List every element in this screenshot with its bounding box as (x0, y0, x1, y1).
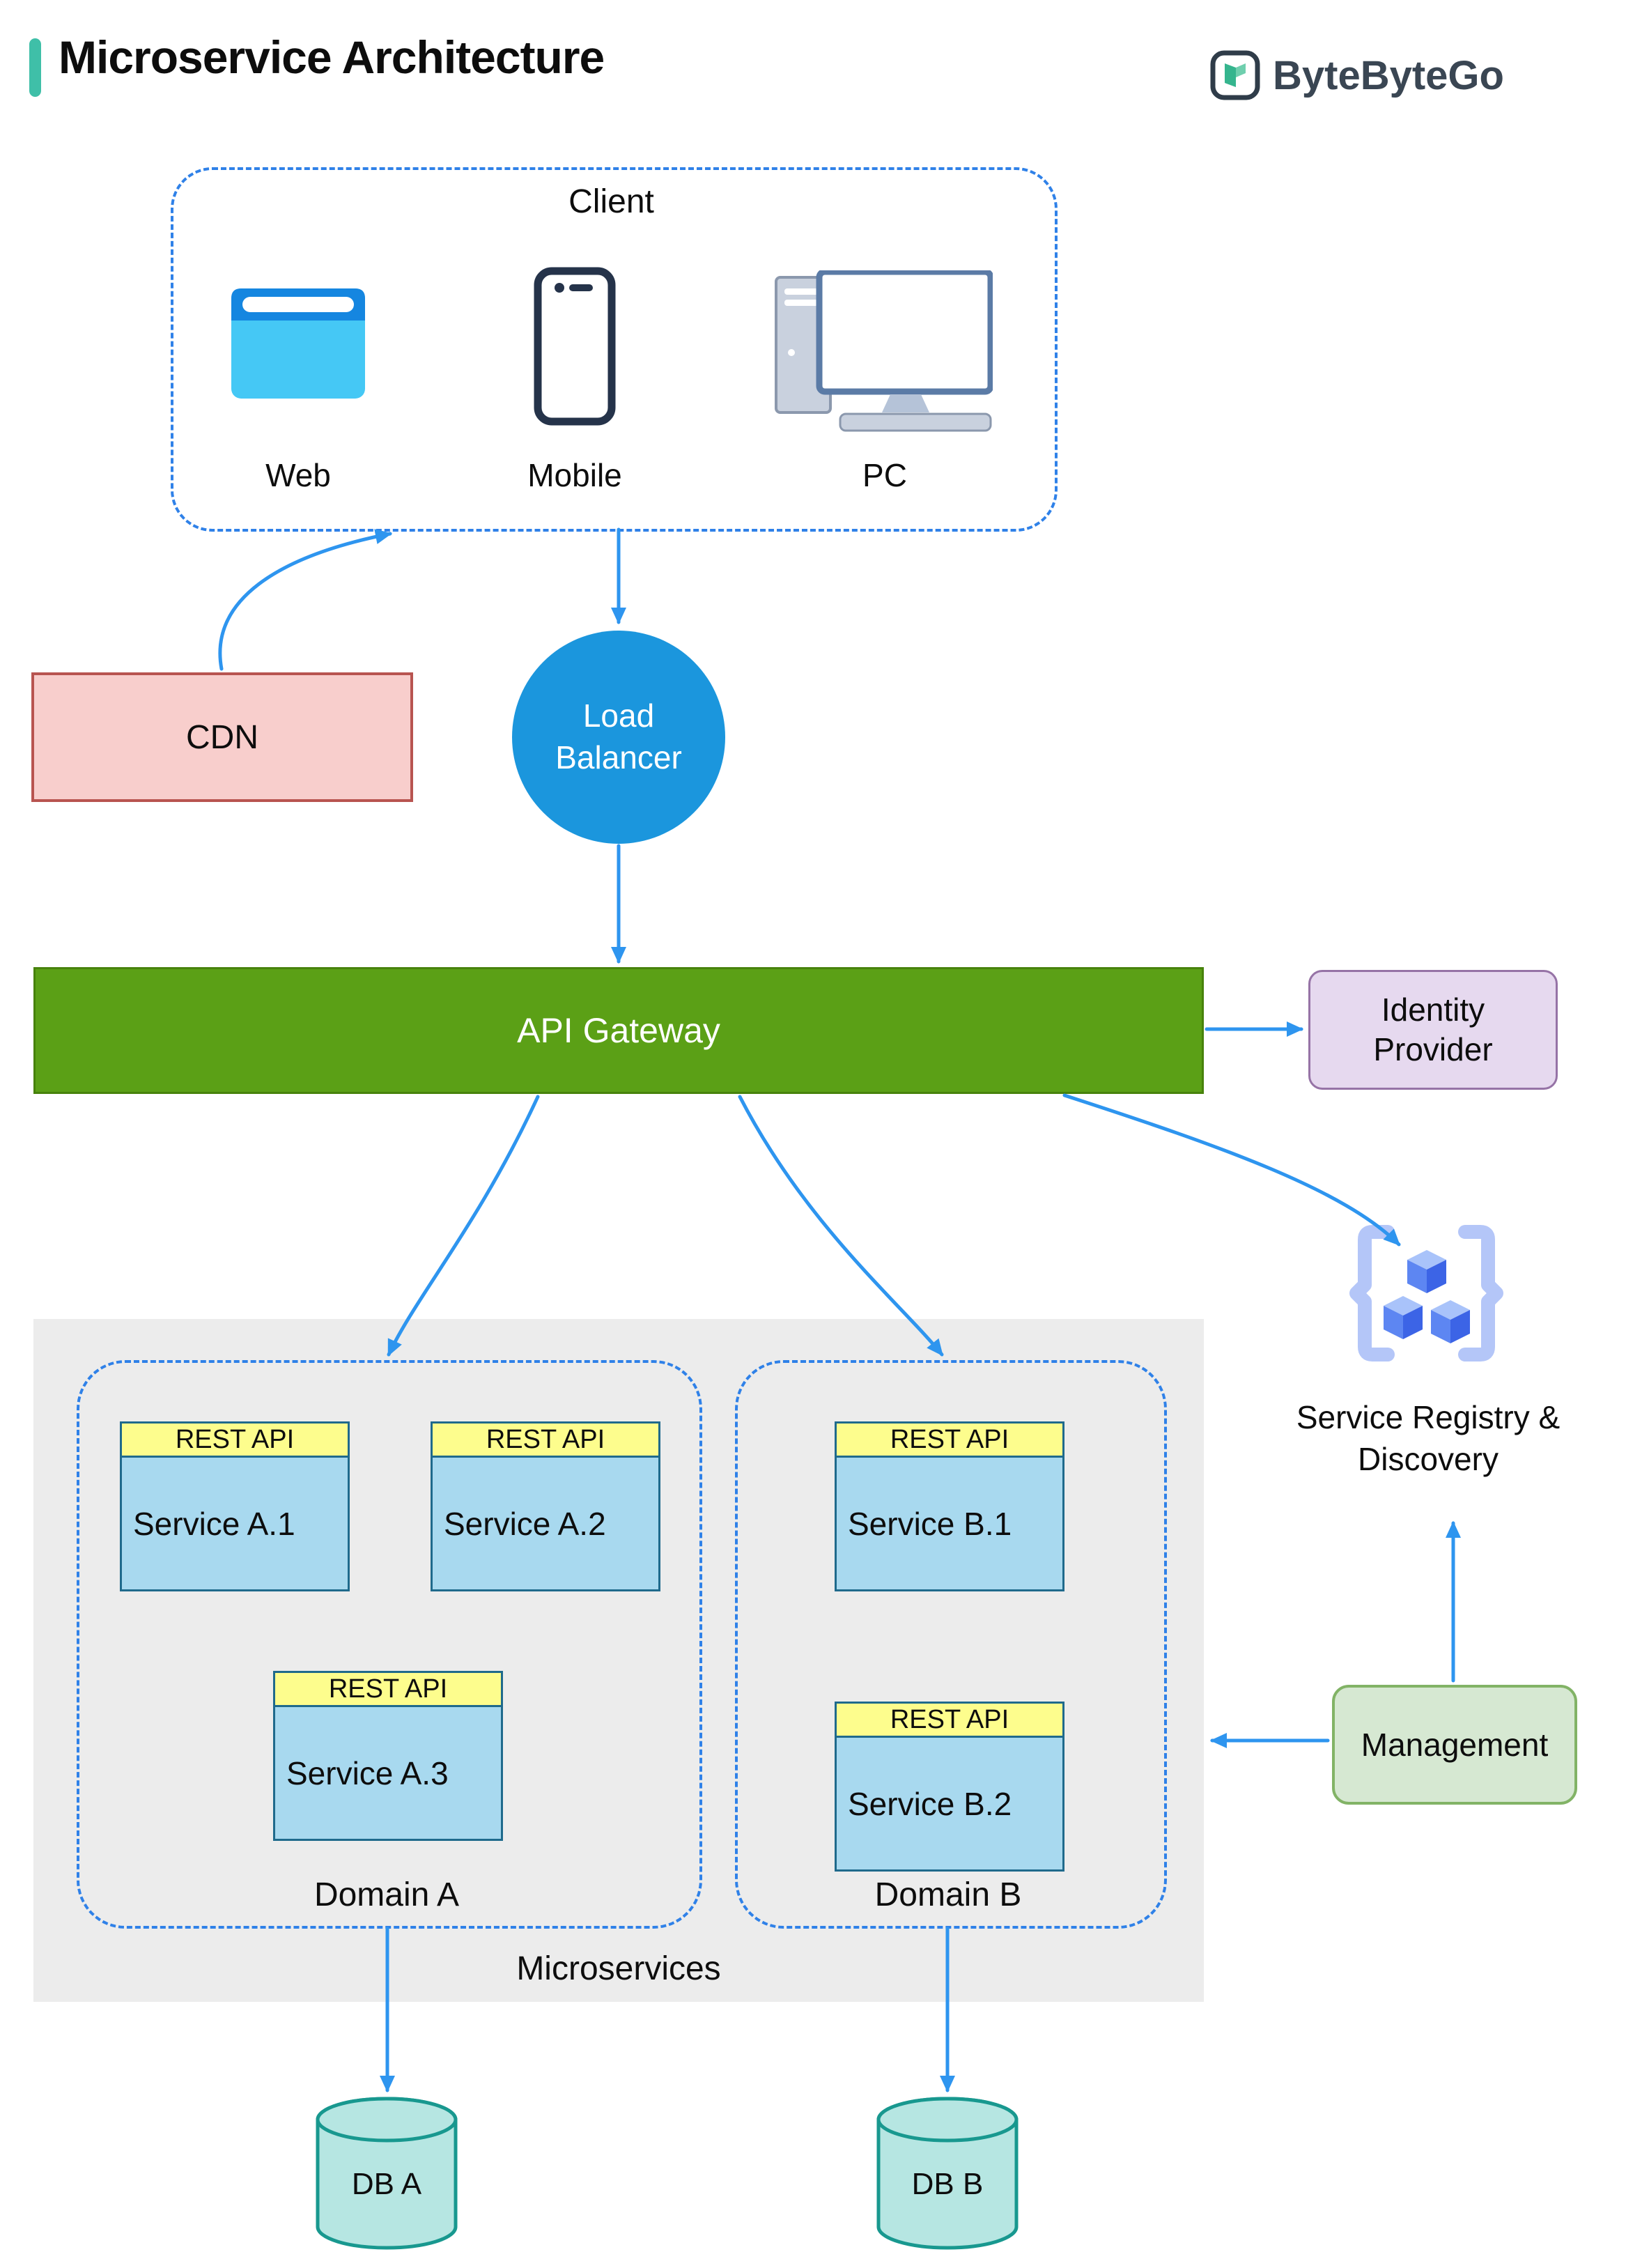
pc-label: PC (862, 457, 907, 493)
cdn-label: CDN (186, 718, 258, 756)
arrow-gateway-to-domain-a (387, 1095, 540, 1357)
management-node: Management (1332, 1685, 1577, 1805)
identity-provider-label: Identity Provider (1373, 991, 1493, 1068)
service-b2-rest-api-label: REST API (835, 1702, 1064, 1738)
cdn-node: CDN (31, 672, 413, 802)
arrow-cdn-to-client (218, 529, 392, 671)
client-label: Client (568, 183, 654, 220)
service-b1: REST API Service B.1 (835, 1421, 1064, 1591)
domain-b-box (735, 1360, 1167, 1929)
bytebytego-logo-icon (1209, 49, 1262, 102)
page-title: Microservice Architecture (59, 31, 605, 83)
mobile-label: Mobile (527, 457, 622, 493)
service-registry-label: Service Registry & Discovery (1296, 1399, 1561, 1477)
web-label: Web (265, 457, 331, 493)
service-a1-name: Service A.1 (120, 1458, 350, 1591)
api-gateway-node: API Gateway (33, 967, 1204, 1094)
identity-provider-node: Identity Provider (1308, 970, 1558, 1090)
brand-name: ByteByteGo (1273, 52, 1504, 98)
web-browser-icon (230, 287, 366, 400)
domain-b-label: Domain B (874, 1876, 1022, 1913)
service-a2-rest-api-label: REST API (431, 1421, 660, 1458)
title-accent-bar (29, 38, 41, 97)
db-b-cylinder-icon (876, 2096, 1019, 2251)
service-a1-rest-api-label: REST API (120, 1421, 350, 1458)
db-b-label: DB B (911, 2167, 984, 2201)
arrow-gateway-to-domain-b (738, 1095, 944, 1357)
service-b2-name: Service B.2 (835, 1738, 1064, 1872)
domain-a-label: Domain A (313, 1876, 460, 1913)
service-a1: REST API Service A.1 (120, 1421, 350, 1591)
mobile-phone-icon (533, 266, 617, 426)
db-a-cylinder-icon (315, 2096, 458, 2251)
brand: ByteByteGo (1209, 49, 1504, 102)
service-a2-name: Service A.2 (431, 1458, 660, 1591)
service-a3-name: Service A.3 (273, 1707, 503, 1841)
service-a3-rest-api-label: REST API (273, 1671, 503, 1707)
pc-desktop-icon (773, 270, 993, 432)
load-balancer-label: Load Balancer (555, 697, 682, 776)
domain-a-box (77, 1360, 702, 1929)
service-a3: REST API Service A.3 (273, 1671, 503, 1841)
load-balancer-node: Load Balancer (512, 631, 725, 844)
service-b1-name: Service B.1 (835, 1458, 1064, 1591)
service-b2: REST API Service B.2 (835, 1702, 1064, 1872)
service-a2: REST API Service A.2 (431, 1421, 660, 1591)
microservices-label: Microservices (516, 1950, 721, 1987)
client-group-box (171, 167, 1058, 532)
db-a-label: DB A (351, 2167, 422, 2201)
api-gateway-label: API Gateway (517, 1011, 720, 1050)
service-registry-icon (1345, 1221, 1508, 1378)
service-b1-rest-api-label: REST API (835, 1421, 1064, 1458)
management-label: Management (1361, 1727, 1549, 1763)
